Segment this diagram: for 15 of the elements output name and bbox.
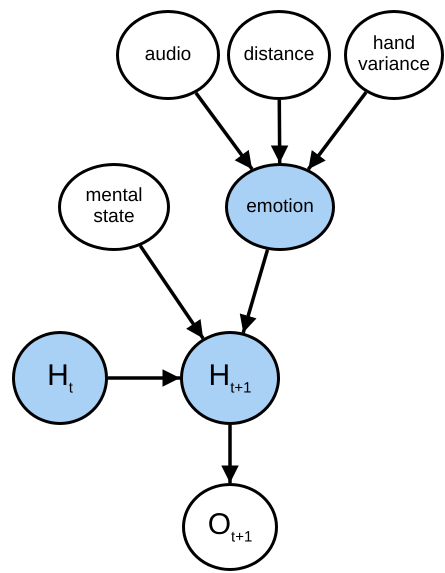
arrow <box>306 91 368 170</box>
arrow <box>138 244 205 340</box>
node-label: emotion <box>246 196 314 218</box>
node-label: distance <box>244 44 314 66</box>
arrow <box>240 249 270 334</box>
node-label: O$_{t+1}$ <box>208 508 252 546</box>
node-label: mental state <box>84 186 144 228</box>
arrow <box>108 369 180 387</box>
node-label: hand variance <box>357 34 431 76</box>
node-label: H$_{t}$ <box>47 359 73 397</box>
arrow <box>270 100 288 164</box>
arrow <box>221 425 239 483</box>
node-label: H$_{t+1}$ <box>208 359 252 397</box>
arrow <box>194 92 254 170</box>
node-label: audio <box>144 44 192 66</box>
